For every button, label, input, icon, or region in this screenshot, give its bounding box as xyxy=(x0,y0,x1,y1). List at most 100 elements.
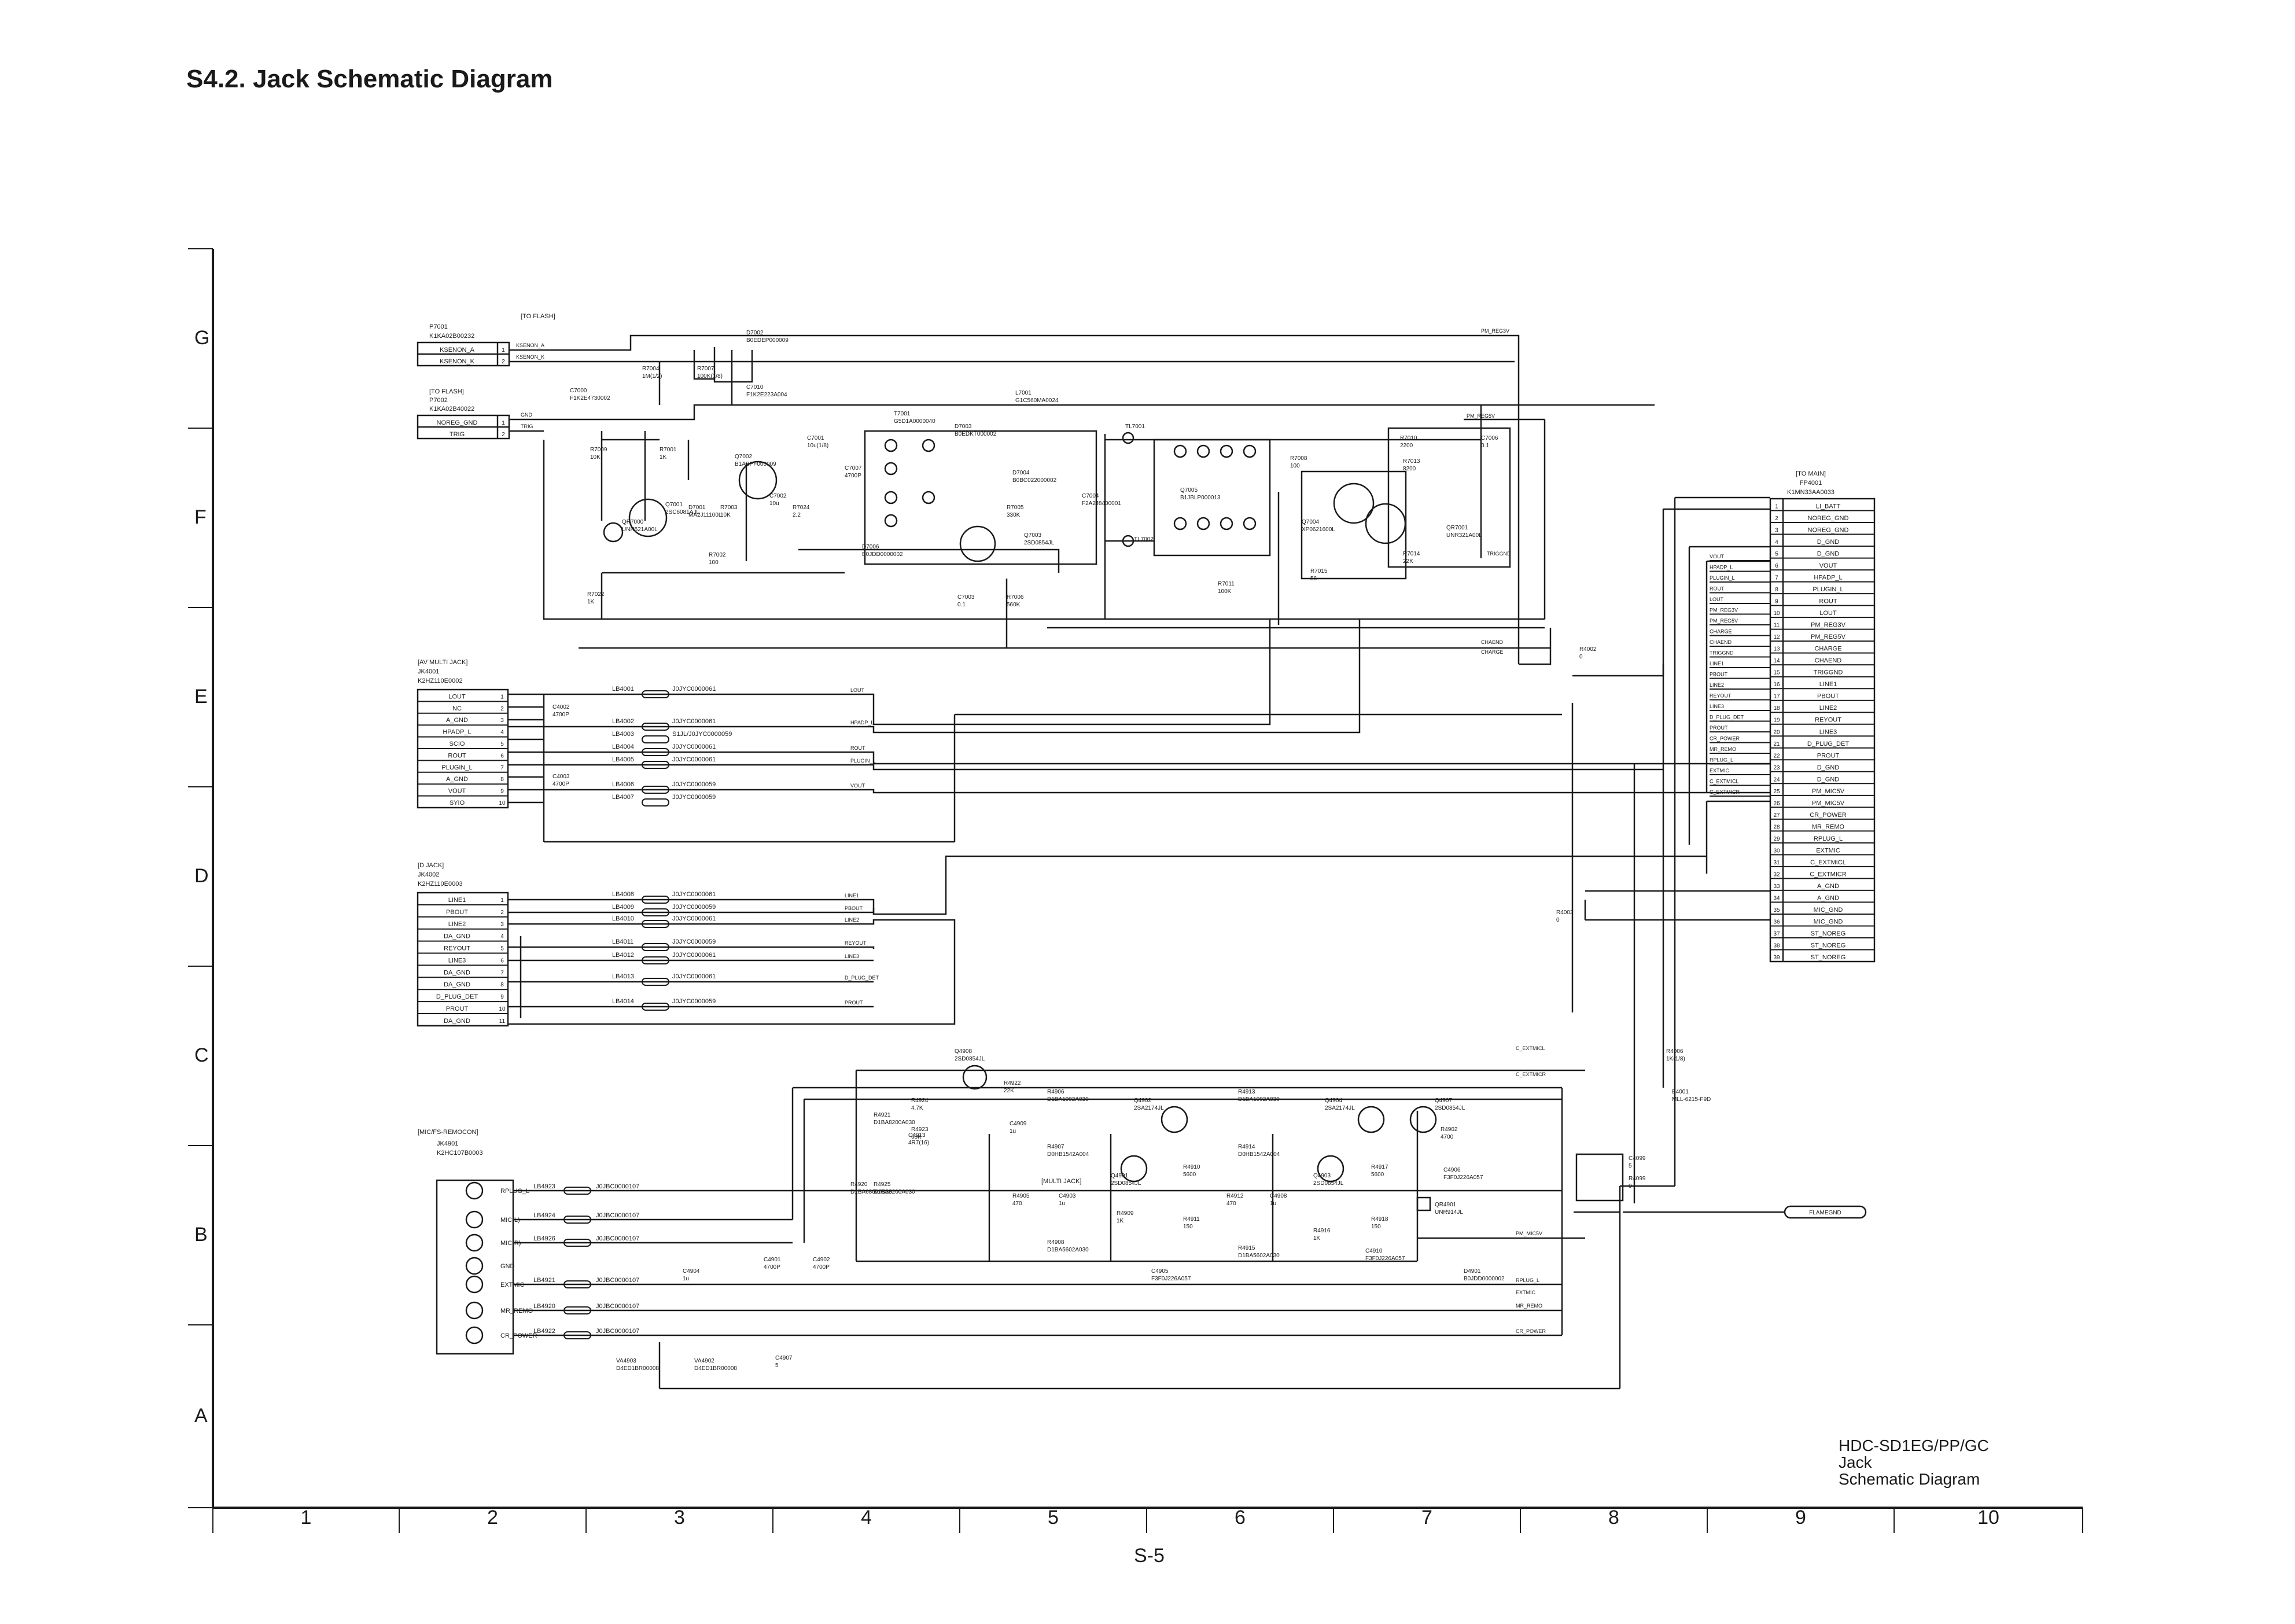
av-net-label: HPADP_L xyxy=(850,720,874,726)
component-value: 0 xyxy=(1556,917,1560,923)
component-ref: Q4908 xyxy=(955,1048,972,1055)
mic-pin-name: RPLUG_L xyxy=(500,1188,529,1195)
component-ref: R7015 xyxy=(1310,568,1328,575)
mic-net-label: PM_MIC5V xyxy=(1516,1231,1542,1236)
fp-pin-number: 20 xyxy=(1773,729,1780,735)
fp-pin-name: PM_MIC5V xyxy=(1812,788,1845,795)
fp-side-net-label: TRIGGND xyxy=(1710,650,1734,656)
component-value: 150 xyxy=(1371,1224,1381,1230)
lb-av-part: J0JYC0000061 xyxy=(672,743,716,750)
col-label: 9 xyxy=(1795,1507,1806,1529)
lb-mic-symbol xyxy=(563,1306,591,1314)
component-value: F2A2J8400001 xyxy=(1082,500,1121,507)
fp-pin-name: D_GND xyxy=(1817,776,1840,783)
component-ref: Q4904 xyxy=(1325,1098,1342,1104)
lb-av-part: S1JL/J0JYC0000059 xyxy=(672,731,732,738)
component-value: MLL-6215-F9D xyxy=(1672,1096,1711,1103)
component-value: D0HB1542A004 xyxy=(1047,1151,1089,1158)
fp-side-net-label: REYOUT xyxy=(1710,693,1732,699)
jk4001-pin-number: 6 xyxy=(500,753,504,759)
component-ref: QR7000 xyxy=(622,519,644,525)
av-net-label: LOUT xyxy=(850,687,865,693)
av-net-label: VOUT xyxy=(850,783,865,789)
component-ref: D7004 xyxy=(1012,470,1030,476)
fp-side-net-label: VOUT xyxy=(1710,554,1725,559)
d-net-label: D_PLUG_DET xyxy=(845,975,879,981)
component-ref: R7006 xyxy=(1007,594,1024,601)
p7002-ref: P7002 xyxy=(429,397,448,404)
lb-av-part: J0JYC0000059 xyxy=(672,781,716,788)
lb-d-symbol xyxy=(642,956,669,964)
lb-av-part: J0JYC0000061 xyxy=(672,756,716,763)
jk4001-pin-name: SCIO xyxy=(450,741,465,747)
fp-pin-name: PM_MIC5V xyxy=(1812,800,1845,807)
lb-mic-part: J0JBC0000107 xyxy=(596,1303,639,1310)
fp-pin-number: 22 xyxy=(1773,753,1780,759)
component-value: 4R7(16) xyxy=(908,1140,929,1146)
fp-side-net-label: PM_REG3V xyxy=(1710,607,1738,613)
lb-av-symbol xyxy=(642,786,669,794)
lb-mic-ref: LB4924 xyxy=(533,1212,555,1219)
fp-pin-name: ST_NOREG xyxy=(1811,930,1846,937)
component-ref: R7004 xyxy=(642,366,660,372)
component-ref: L7001 xyxy=(1015,390,1032,396)
jk4002-pin-number: 7 xyxy=(500,970,504,976)
fp-pin-number: 38 xyxy=(1773,942,1780,949)
p7002-part: K1KA02B40022 xyxy=(429,406,474,413)
component-value: 4700 xyxy=(1441,1134,1454,1140)
fp-pin-number: 28 xyxy=(1773,824,1780,830)
component-value: UNR914JL xyxy=(1435,1209,1463,1216)
fp-side-net-label: ROUT xyxy=(1710,586,1725,592)
lb-mic-part: J0JBC0000107 xyxy=(596,1183,639,1190)
lb-d-part: J0JYC0000061 xyxy=(672,891,716,898)
fp-pin-number: 8 xyxy=(1775,587,1778,593)
d-net-label: PROUT xyxy=(845,1000,863,1006)
lb-mic-ref: LB4920 xyxy=(533,1303,555,1310)
component-value: 1K xyxy=(660,454,667,461)
jk4002-pin-name: DA_GND xyxy=(444,933,470,940)
component-value: 56 xyxy=(1310,576,1317,582)
component-value: 2SD0854JL xyxy=(1024,540,1055,546)
fp-pin-number: 4 xyxy=(1775,539,1778,546)
component-value: 100K xyxy=(1218,588,1232,595)
component-value: F3F0J226A057 xyxy=(1443,1174,1483,1181)
fp-side-net-label: CHARGE xyxy=(1710,629,1732,635)
component-value: B0EDEP000009 xyxy=(746,337,789,344)
lb-d-symbol xyxy=(642,978,669,986)
component-value: B1JBLP000013 xyxy=(1180,495,1221,501)
fp-pin-name: REYOUT xyxy=(1815,717,1841,724)
component-ref: R4924 xyxy=(911,1098,929,1104)
component-value: 4700P xyxy=(845,473,861,479)
jk4001-pin-number: 2 xyxy=(500,706,504,712)
fp-pin-number: 27 xyxy=(1773,812,1780,819)
fp-side-net-label: C_EXTMICL xyxy=(1710,779,1739,785)
fp-side-net-label: CR_POWER xyxy=(1710,736,1740,742)
component-ref: R4907 xyxy=(1047,1144,1064,1150)
component-value: 150 xyxy=(1183,1224,1193,1230)
fp-pin-name: RPLUG_L xyxy=(1814,835,1843,842)
lb-d-ref: LB4014 xyxy=(612,998,634,1005)
component-value: 5600 xyxy=(1371,1172,1384,1178)
fp-side-net-label: D_PLUG_DET xyxy=(1710,715,1744,720)
fp-pin-number: 33 xyxy=(1773,883,1780,890)
lb-mic-ref: LB4922 xyxy=(533,1328,555,1335)
component-value: 5600 xyxy=(1183,1172,1196,1178)
component-value: 4.7K xyxy=(911,1105,923,1111)
fp-pin-number: 13 xyxy=(1773,646,1780,653)
lb-av-part: J0JYC0000061 xyxy=(672,686,716,693)
fp-pin-number: 19 xyxy=(1773,717,1780,724)
component-value: 1u xyxy=(683,1276,689,1282)
fp-pin-number: 7 xyxy=(1775,575,1778,581)
component-value: 1K xyxy=(1313,1235,1321,1242)
fp-side-net-label: MR_REMO xyxy=(1710,746,1736,752)
component-value: 1u xyxy=(1059,1200,1065,1207)
jk4001-part: K2HZ110E0002 xyxy=(418,677,462,684)
component-ref: Q7002 xyxy=(735,454,752,460)
p7001-pin-name: KSENON_K xyxy=(440,358,475,365)
lb-mic-symbol xyxy=(563,1187,591,1195)
jk4002-pin-name: LINE1 xyxy=(448,897,466,904)
jk4002-pin-name: PROUT xyxy=(446,1006,469,1012)
jk4002-pin-name: PBOUT xyxy=(446,909,468,916)
lb-d-ref: LB4009 xyxy=(612,904,634,911)
